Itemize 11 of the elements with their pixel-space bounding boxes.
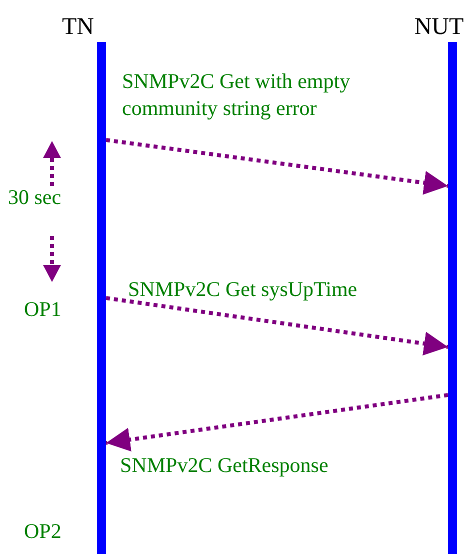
dotted-arrow [106,393,448,452]
dotted-arrow [106,138,448,195]
time-label: 30 sec [8,184,62,211]
time-label: OP1 [24,296,62,323]
lifeline-label: NUT [413,13,465,42]
edge-label: SNMPv2C Get sysUpTime [128,276,358,303]
lifeline-label: TN [61,13,95,42]
edge-label: SNMPv2C Get with empty community string error [122,68,352,122]
dotted-arrow [106,296,448,356]
edge-label: SNMPv2C GetResponse [120,452,330,479]
time-label: OP2 [24,518,62,545]
